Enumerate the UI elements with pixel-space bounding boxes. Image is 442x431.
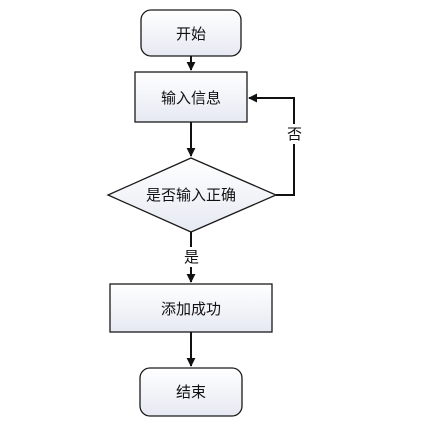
input-info-node-label: 输入信息 (161, 89, 221, 107)
input-info-node: 输入信息 (134, 71, 248, 123)
start-node: 开始 (140, 9, 242, 57)
add-success-node-shape (109, 283, 273, 333)
add-success-node: 添加成功 (109, 283, 273, 333)
input-info-node-shape (134, 71, 248, 123)
start-node-label: 开始 (176, 25, 206, 43)
yes-edge-label: 是 (184, 248, 199, 266)
check-input-decision-label: 是否输入正确 (146, 186, 236, 204)
add-success-node-label: 添加成功 (161, 300, 221, 318)
no-edge-label: 否 (287, 125, 302, 143)
yes-label-background (183, 247, 200, 267)
check-input-decision: 是否输入正确 (106, 157, 278, 233)
end-node-label: 结束 (176, 383, 206, 401)
arrow-decision-no-loop (248, 93, 295, 196)
no-label-background (286, 124, 303, 144)
end-node: 结束 (139, 367, 243, 417)
end-node-shape (139, 367, 243, 417)
